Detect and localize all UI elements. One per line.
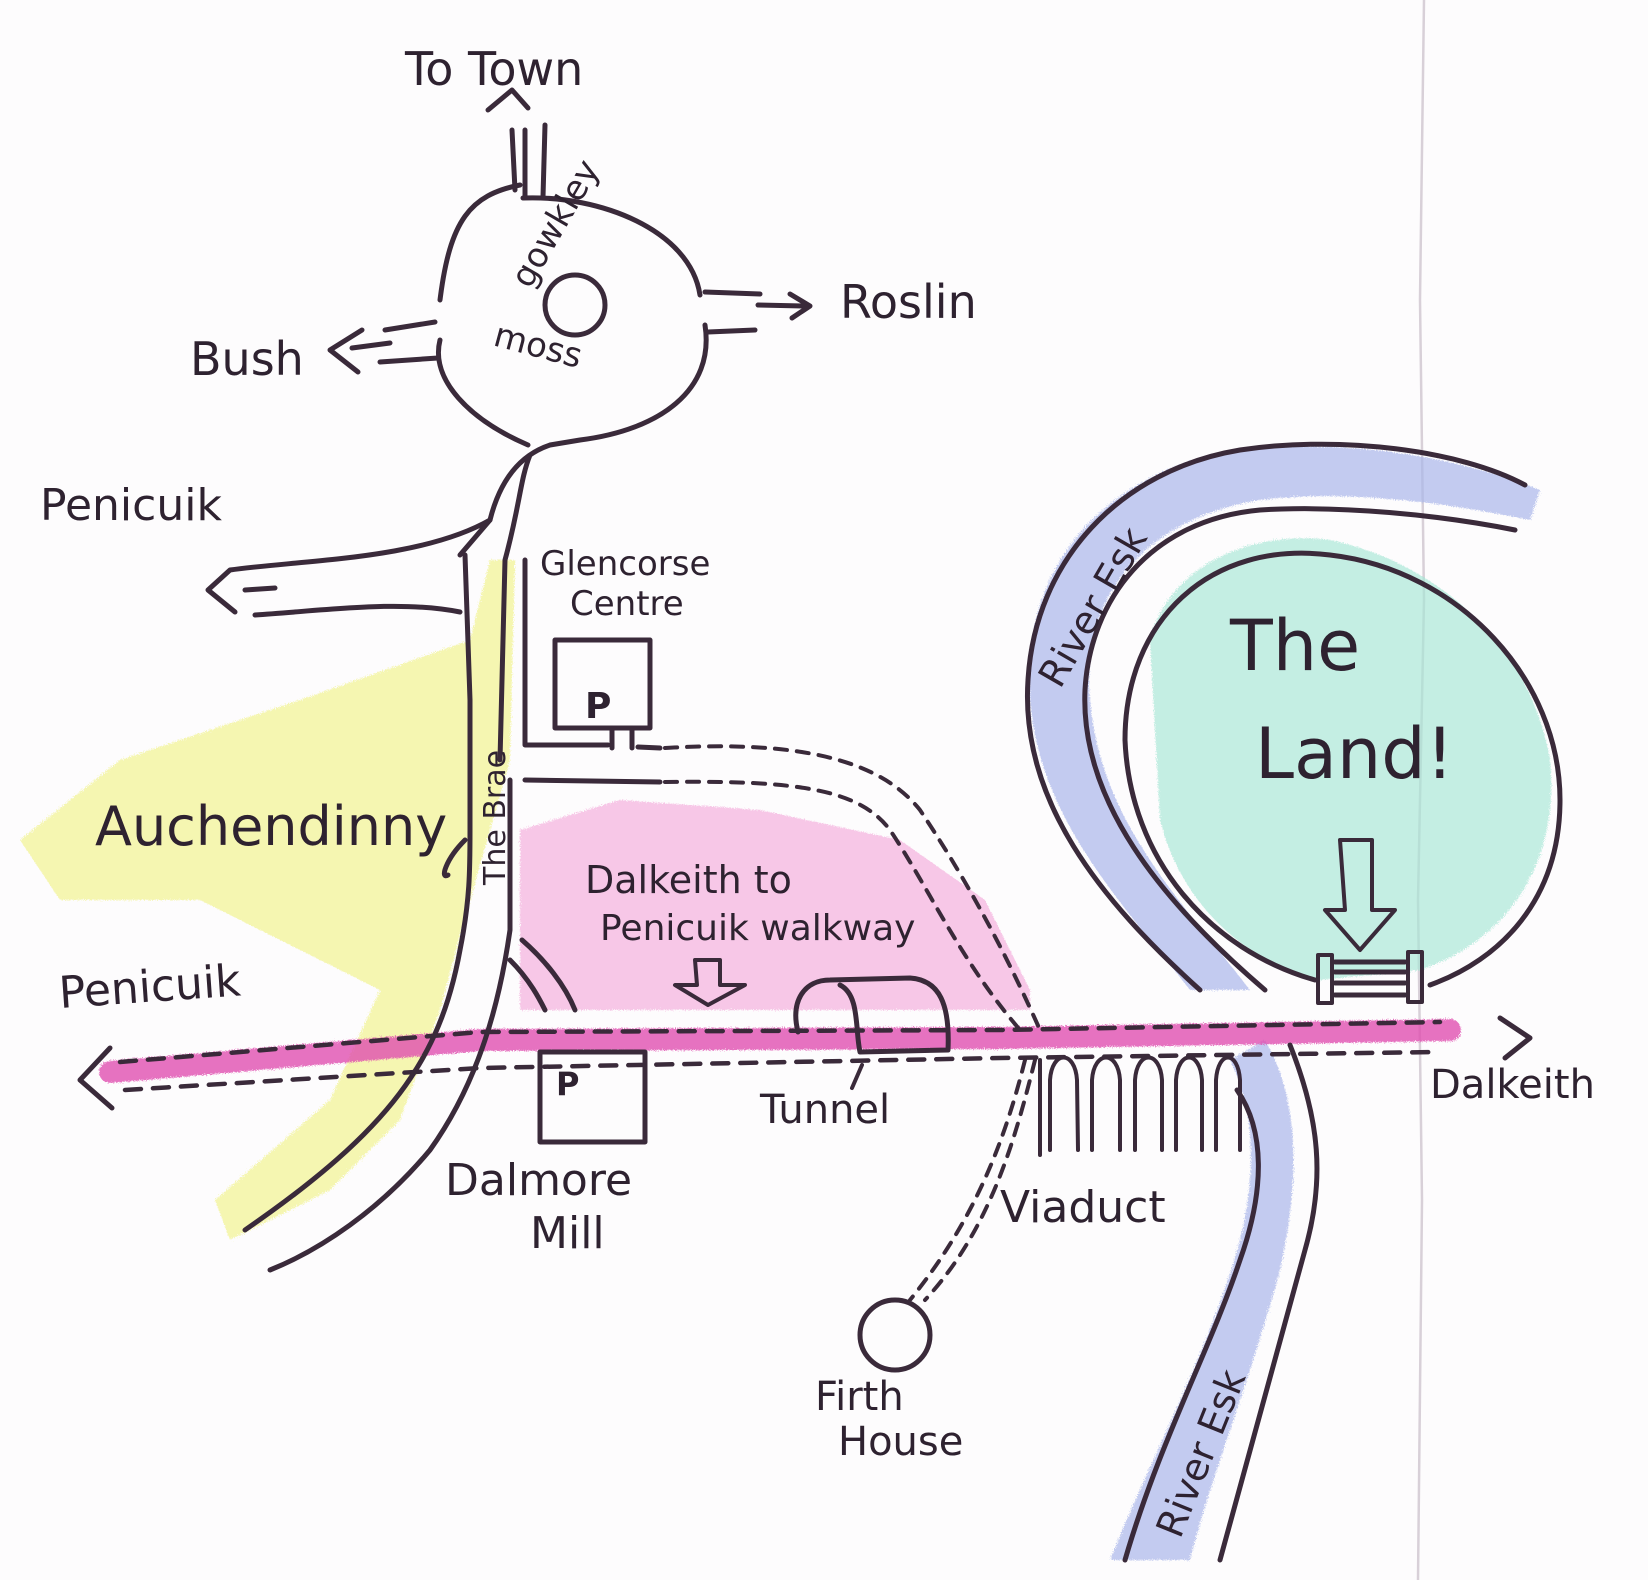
label-auchendinny[interactable]: Auchendinny (95, 795, 447, 858)
brae-left-edge (242, 552, 473, 1233)
auchendinny-tail (441, 837, 468, 879)
road-the-brae[interactable] (242, 552, 663, 1273)
glencorse-centre[interactable] (552, 637, 653, 751)
label-roundabout-name-1: gowkley (503, 153, 608, 295)
gate-bars (1332, 959, 1408, 998)
dalkeith-penicuik-walkway[interactable] (77, 1015, 1533, 1111)
glencorse-entrance (609, 725, 635, 751)
gowkley-moss-roundabout[interactable] (436, 127, 709, 763)
label-the-land-line2[interactable]: Land! (1255, 713, 1454, 795)
firth-house-path[interactable] (923, 1058, 1037, 1302)
river-upper-outer-bank (1024, 441, 1528, 993)
label-walkway-line1: Dalkeith to (585, 858, 792, 902)
roslin-arrow-icon (702, 289, 813, 335)
labels: To Town Roslin Bush gowkley moss Penicui… (40, 42, 1595, 1543)
roundabout-center-island (542, 272, 608, 338)
label-dalkeith[interactable]: Dalkeith (1430, 1062, 1595, 1108)
auchendinny-yellow-shading (20, 560, 515, 1240)
roundabout-outline (436, 127, 709, 763)
label-dalmore-line1: Dalmore (445, 1155, 632, 1206)
walkway-pink-shading (520, 800, 1030, 1010)
bush-arrow-icon (327, 319, 441, 375)
parking-symbol-dalmore[interactable]: P (556, 1065, 579, 1103)
glencorse-to-walkway-path-inner (663, 779, 1022, 1032)
dalmore-mill-building[interactable] (537, 1049, 648, 1145)
walkway-down-arrow-icon (673, 958, 747, 1007)
label-the-brae: The Brae (478, 750, 513, 886)
viaduct[interactable] (1038, 1055, 1242, 1157)
label-to-town[interactable]: To Town (404, 42, 583, 96)
river-lower-left-bank (1122, 1087, 1261, 1563)
tunnel[interactable] (793, 975, 951, 1090)
walkway-pink-band (99, 1019, 1461, 1083)
label-firth-line2: House (838, 1419, 963, 1465)
label-firth-line1: Firth (815, 1374, 904, 1420)
walkway-west-arrow-icon (77, 1045, 115, 1111)
penicuik-upper-arrow-icon (205, 517, 493, 618)
dalmore-spur-road (507, 937, 578, 1013)
label-bush[interactable]: Bush (190, 332, 304, 386)
walkway-east-arrow-icon (1497, 1015, 1533, 1061)
land-down-arrow-icon (1323, 838, 1397, 952)
viaduct-arches (1038, 1055, 1242, 1157)
label-roslin[interactable]: Roslin (840, 275, 977, 329)
road-to-bush[interactable] (327, 319, 441, 375)
firth-house-path-inner (908, 1058, 1027, 1302)
road-to-penicuik-upper[interactable] (205, 517, 493, 618)
river-esk-lower (1122, 1042, 1320, 1563)
river-upper-blue-shading (1029, 446, 1540, 990)
label-walkway-line2: Penicuik walkway (600, 908, 915, 949)
label-viaduct[interactable]: Viaduct (1000, 1182, 1166, 1233)
to-town-arrow-icon (485, 87, 531, 113)
label-the-land-line1[interactable]: The (1229, 605, 1360, 687)
brae-right-edge (267, 777, 513, 1273)
parking-symbol-glencorse[interactable]: P (585, 686, 611, 727)
shading-layer (20, 446, 1552, 1560)
label-tunnel[interactable]: Tunnel (759, 1087, 890, 1133)
label-glencorse-line1: Glencorse (540, 544, 710, 584)
glencorse-building (552, 637, 653, 731)
tunnel-shape (793, 975, 951, 1055)
river-esk-upper (1024, 441, 1528, 993)
label-glencorse-line2: Centre (570, 584, 684, 624)
road-to-town[interactable] (485, 87, 548, 200)
walkway-lower-dash (122, 1049, 1443, 1093)
label-roundabout-name-2: moss (490, 315, 587, 377)
river-lower-blue-shading (1110, 1040, 1294, 1560)
walkway-upper-dash (117, 1019, 1443, 1065)
river-upper-inner-bank (1082, 506, 1518, 993)
land-green-shading (1150, 538, 1552, 980)
label-penicuik-lower[interactable]: Penicuik (57, 955, 243, 1019)
label-dalmore-line2: Mill (530, 1208, 605, 1259)
gate-post-left (1316, 953, 1334, 1005)
road-to-roslin[interactable] (702, 289, 813, 335)
glencorse-access-road (522, 557, 663, 785)
label-penicuik-upper[interactable]: Penicuik (40, 480, 222, 531)
road-to-town-lines (509, 122, 548, 200)
the-land-boundary[interactable] (1122, 550, 1563, 988)
river-lower-right-bank (1217, 1042, 1320, 1563)
land-gate-icon[interactable] (1316, 950, 1424, 1005)
tunnel-pointer (850, 1063, 864, 1090)
glencorse-to-walkway-path[interactable] (663, 744, 1042, 1032)
gate-post-right (1406, 950, 1424, 1004)
firth-house-marker[interactable] (857, 1297, 933, 1373)
